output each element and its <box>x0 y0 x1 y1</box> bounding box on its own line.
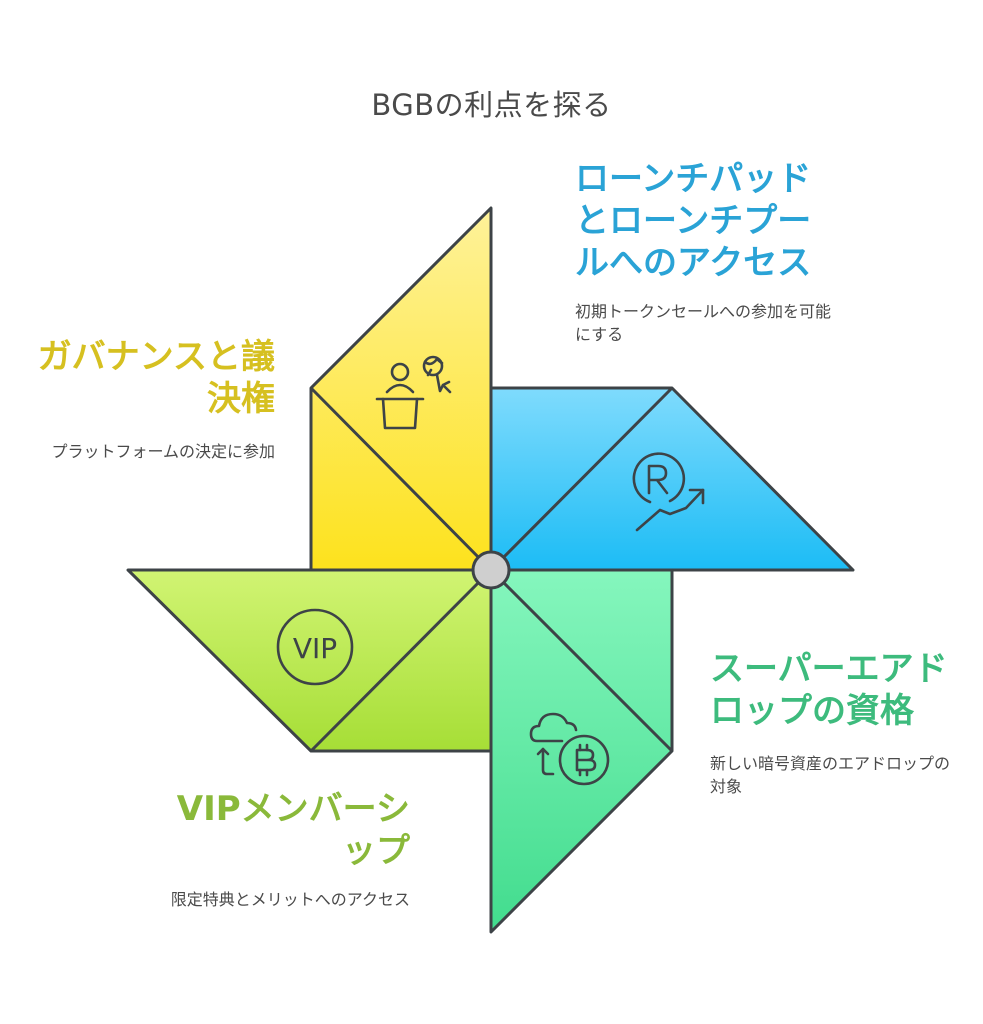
blade-governance <box>309 206 493 572</box>
vip-heading: VIPメンバーシップ <box>176 789 410 871</box>
cloud-bitcoin-upload-icon <box>529 712 610 786</box>
blade-vip <box>126 568 493 753</box>
registered-growth-arrow-icon <box>632 452 705 532</box>
diagram-title: BGBの利点を探る <box>371 88 612 122</box>
center-hub <box>471 550 511 590</box>
blade-launchpad <box>489 386 855 572</box>
vip-description: 限定特典とメリットへのアクセス <box>170 890 410 909</box>
launchpad-description: 初期トークンセールへの参加を可能にする <box>575 302 832 344</box>
governance-description: プラットフォームの決定に参加 <box>51 442 275 461</box>
vip-badge-text: VIP <box>293 632 337 665</box>
launchpad-heading: ローンチパッドとローンチプールへのアクセス <box>575 159 812 283</box>
vip-badge-icon <box>276 608 354 686</box>
governance-heading: ガバナンスと議決権 <box>37 337 275 419</box>
airdrop-description: 新しい暗号資産のエアドロップの対象 <box>710 754 951 796</box>
speaker-podium-vote-icon <box>375 355 452 430</box>
airdrop-heading: スーパーエアドロップの資格 <box>710 649 948 731</box>
